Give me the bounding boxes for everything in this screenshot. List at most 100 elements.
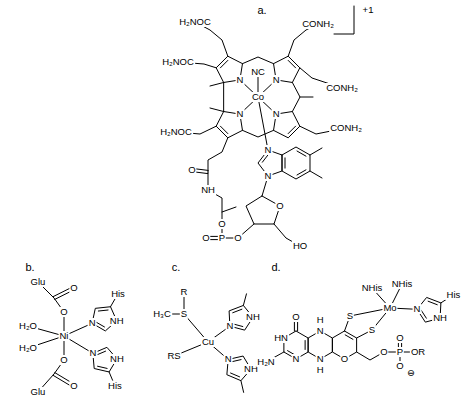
atom-label: NH — [200, 185, 216, 195]
atom-label: N — [264, 145, 273, 155]
group-label: CONH₂ — [329, 123, 363, 133]
atom-label: O — [69, 283, 78, 293]
atom-label: HN — [273, 333, 289, 343]
atom-label: N — [88, 348, 97, 358]
chemical-bond — [223, 82, 224, 111]
residue-label: His — [110, 289, 126, 299]
atom-label: S — [368, 325, 376, 335]
atom-label: NH — [109, 316, 125, 326]
residue-label: His — [107, 381, 123, 391]
atom-label: NH — [432, 313, 448, 323]
residue-label: Glu — [30, 277, 47, 287]
atom-label: O — [395, 361, 404, 371]
atom-label: N — [235, 75, 244, 85]
chemical-bond — [208, 138, 228, 172]
atom-label: P — [218, 233, 226, 243]
charge-label: ⊖ — [406, 368, 416, 378]
chemical-bond — [282, 147, 310, 179]
group-label: H₂NOC — [159, 127, 193, 137]
atom-label: O — [217, 219, 226, 229]
chemical-bond — [334, 6, 354, 34]
panel-label: d. — [270, 262, 281, 274]
group-label: R — [180, 287, 189, 297]
atom-label: O — [59, 355, 68, 365]
atom-label: N — [272, 109, 281, 119]
chemical-bond — [305, 341, 306, 350]
group-label: OR — [410, 347, 426, 357]
group-label: RS — [166, 351, 181, 361]
chemical-bond — [97, 351, 106, 355]
chemical-bond — [210, 82, 224, 86]
chemical-bond — [288, 126, 295, 133]
charge-label: +1 — [362, 5, 375, 15]
chemical-bond — [292, 82, 300, 111]
atom-label: N — [264, 171, 273, 181]
atom-label: P — [396, 347, 404, 357]
atom-label: O — [340, 354, 349, 364]
metal-label: Ni — [59, 331, 70, 341]
atom-label: NH — [245, 312, 261, 322]
chemical-bond — [241, 381, 244, 393]
group-label: H₂O — [18, 343, 38, 353]
group-label: NC — [250, 67, 266, 77]
atom-label: O — [233, 233, 242, 243]
group-label: H₂N — [256, 357, 275, 367]
atom-label: N — [225, 321, 234, 331]
group-label: H₂NOC — [161, 57, 195, 67]
group-label: HO — [292, 241, 308, 251]
metal-label: Mo — [382, 303, 397, 313]
panel-label: b. — [24, 262, 35, 274]
residue-label: NHis — [361, 283, 384, 293]
metal-label: Cu — [201, 337, 215, 347]
chemical-bond — [231, 373, 240, 377]
atom-label: O — [379, 347, 388, 357]
chemical-bond — [222, 207, 236, 212]
chemical-bond — [111, 299, 116, 307]
atom-label: S — [346, 311, 354, 321]
chemical-bond — [98, 310, 108, 311]
group-label: H₂NOC — [178, 17, 212, 27]
chemical-bond — [220, 126, 227, 133]
chemical-bond — [428, 301, 437, 305]
metal-label: Co — [251, 92, 265, 102]
group-label: H₃C — [152, 309, 172, 319]
chemical-bond — [96, 322, 104, 327]
atom-label: N — [235, 109, 244, 119]
chemical-bond — [210, 108, 224, 112]
atom-label: O — [187, 165, 196, 175]
panel-label: a. — [256, 5, 267, 17]
chemical-bond — [220, 60, 227, 67]
chemical-bond — [262, 154, 268, 162]
atom-label: O — [69, 381, 78, 391]
chemical-bond — [109, 372, 113, 380]
group-label: CONH₂ — [301, 19, 335, 29]
atom-label: N — [88, 318, 97, 328]
atom-label: N — [413, 304, 422, 314]
chemical-bond — [243, 294, 246, 306]
atom-label: N — [292, 354, 301, 364]
atom-label: N — [316, 326, 325, 336]
chemical-bond — [300, 97, 313, 98]
atom-label: H — [316, 315, 325, 325]
chemical-bond — [345, 335, 353, 339]
atom-label: O — [275, 201, 284, 211]
chemical-bond — [310, 171, 322, 178]
residue-label: His — [446, 290, 462, 300]
chemical-bond — [195, 22, 228, 56]
atom-label: N — [316, 354, 325, 364]
chemical-bond — [297, 170, 306, 175]
chemical-bond — [233, 324, 242, 327]
atom-label: NH — [109, 354, 125, 364]
atom-label: H — [316, 365, 325, 375]
chemical-bond — [232, 360, 242, 362]
atom-label: O — [59, 307, 68, 317]
atom-label: O — [395, 333, 404, 343]
atom-label: O — [201, 233, 210, 243]
group-label: CONH₂ — [325, 83, 359, 93]
chemical-bond — [242, 57, 273, 64]
residue-label: Glu — [30, 387, 47, 397]
atom-label: S — [180, 309, 188, 319]
chemical-bond — [310, 148, 322, 155]
